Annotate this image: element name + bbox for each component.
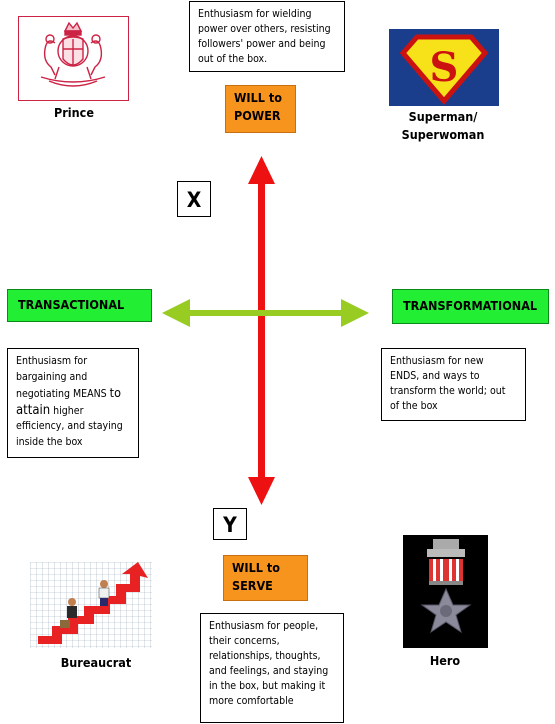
note-line: followers' power and being — [198, 38, 326, 50]
note-line: their concerns, — [209, 635, 280, 647]
medal-of-honor-icon — [420, 539, 472, 634]
bureaucrat-caption: Bureaucrat — [60, 655, 132, 670]
royal-crest-icon — [40, 21, 106, 87]
note-line: ENDS, and ways to — [390, 370, 480, 382]
transactional-description: Enthusiasm for bargaining and negotiatin… — [7, 348, 139, 458]
note-line: Enthusiasm for wielding — [198, 8, 312, 20]
note-line: and feelings, and staying — [209, 665, 329, 677]
note-line: more comfortable — [209, 695, 294, 707]
prince-caption: Prince — [54, 105, 94, 120]
note-line: Enthusiasm for people, — [209, 620, 319, 632]
transformational-description: Enthusiasm for new ENDS, and ways to tra… — [381, 348, 526, 421]
prince-image — [18, 16, 129, 101]
note-line: bargaining and — [16, 370, 88, 383]
note-line: Enthusiasm for — [16, 355, 88, 367]
note-text: attain — [16, 402, 51, 418]
note-line: in the box, but making it — [209, 680, 326, 692]
will-to-serve-label: WILL to SERVE — [223, 555, 308, 601]
will-to-power-label: WILL to POWER — [225, 85, 296, 133]
note-text: to — [109, 385, 121, 400]
caption-line: Superman/ — [408, 109, 478, 124]
will-to-serve-description: Enthusiasm for people, their concerns, r… — [200, 613, 344, 723]
label-line: SERVE — [232, 578, 273, 593]
label-line: POWER — [234, 108, 281, 123]
transformational-box: TRANSFORMATIONAL — [392, 289, 549, 324]
vertical-arrow — [248, 156, 275, 505]
caption-line: Superwoman — [401, 127, 485, 142]
hero-caption: Hero — [429, 653, 461, 668]
note-line: transform the world; out — [390, 385, 506, 397]
emblem-letter: S — [430, 44, 459, 91]
note-text: higher — [53, 404, 84, 417]
label-line: WILL to — [234, 90, 282, 105]
bureaucrat-image — [30, 562, 152, 648]
hero-image — [403, 535, 488, 648]
superman-caption: Superman/ Superwoman — [393, 108, 493, 144]
note-line: inside the box — [16, 435, 83, 448]
note-line: out of the box. — [198, 53, 268, 65]
note-line: efficiency, and staying — [16, 420, 123, 432]
superman-image: S — [389, 29, 499, 106]
note-line: relationships, thoughts, — [209, 650, 321, 662]
will-to-power-description: Enthusiasm for wielding power over other… — [189, 1, 345, 72]
note-line: Enthusiasm for new — [390, 355, 484, 367]
x-label: X — [177, 181, 211, 217]
label-line: WILL to — [232, 560, 280, 575]
note-line: of the box — [390, 400, 438, 412]
superman-emblem-icon: S — [399, 34, 489, 105]
note-line: power over others, resisting — [198, 23, 331, 35]
note-text: negotiating MEANS — [16, 388, 107, 400]
horizontal-arrow — [162, 299, 369, 327]
note-line: negotiating MEANS to — [16, 385, 130, 403]
transactional-box: TRANSACTIONAL — [7, 289, 152, 322]
note-line: attain higher — [16, 403, 130, 420]
y-label: Y — [213, 508, 247, 540]
stairs-climbing-icon — [30, 562, 152, 648]
